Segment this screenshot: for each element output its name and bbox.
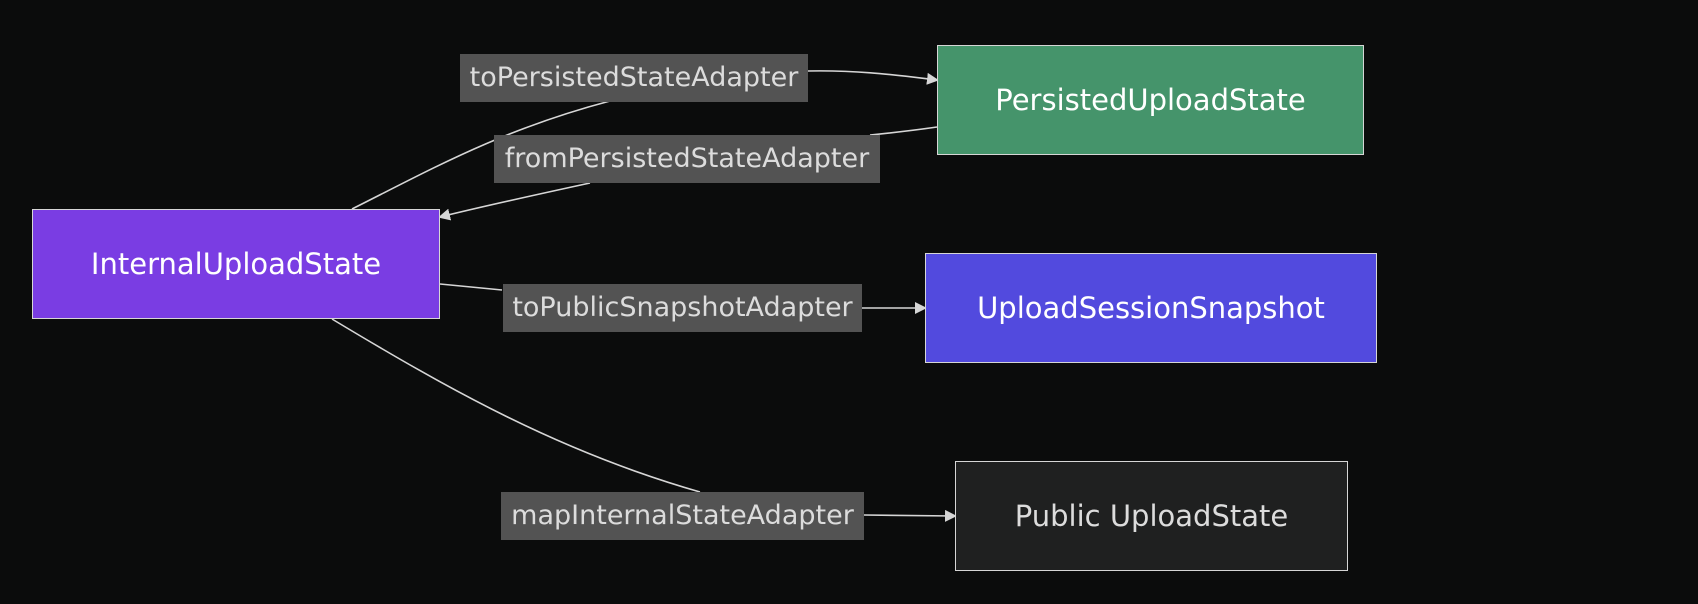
node-upload-session-snapshot[interactable]: UploadSessionSnapshot (925, 253, 1377, 363)
node-label: Public UploadState (1014, 499, 1289, 533)
node-label: PersistedUploadState (995, 83, 1306, 117)
edge-label-map-internal: mapInternalStateAdapter (501, 492, 864, 540)
edge-map-internal-line (331, 318, 955, 516)
edge-label-to-public-snapshot: toPublicSnapshotAdapter (503, 284, 862, 332)
edge-from-persisted-line (440, 126, 938, 217)
node-persisted-upload-state[interactable]: PersistedUploadState (937, 45, 1364, 155)
edge-label-from-persisted: fromPersistedStateAdapter (494, 135, 880, 183)
node-label: UploadSessionSnapshot (977, 291, 1325, 325)
edge-to-persisted-line (351, 71, 937, 210)
node-internal-upload-state[interactable]: InternalUploadState (32, 209, 440, 319)
node-public-upload-state[interactable]: Public UploadState (955, 461, 1348, 571)
node-label: InternalUploadState (90, 247, 382, 281)
edge-to-public-snapshot-line (439, 283, 925, 308)
edge-label-to-persisted: toPersistedStateAdapter (460, 54, 808, 102)
